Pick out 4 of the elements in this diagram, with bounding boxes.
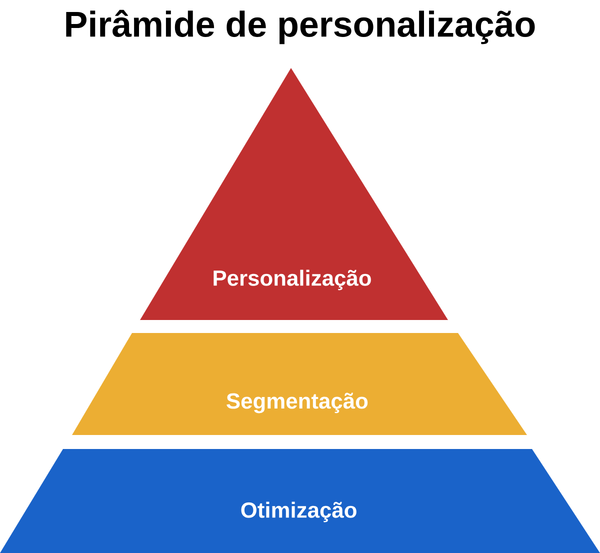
pyramid-level: Otimização <box>0 448 600 553</box>
title: Pirâmide de personalização <box>66 10 535 44</box>
pyramid-level: Segmentação <box>72 332 527 435</box>
pyramid-level: Personalização <box>140 68 448 320</box>
